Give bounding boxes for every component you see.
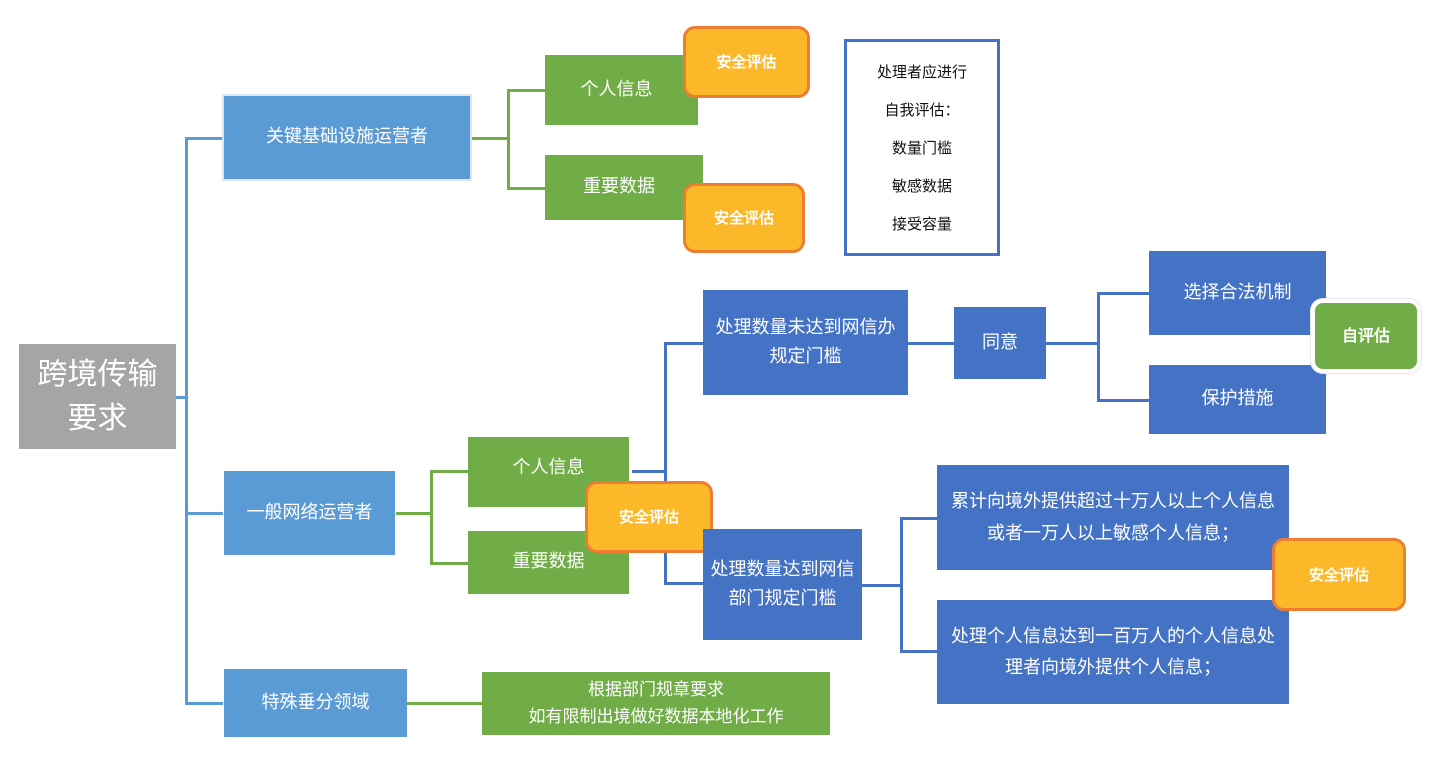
connector-root-stub [176,396,188,399]
self-assessment-badge: 自评估 [1311,299,1421,373]
cii-personal-info-badge: 安全评估 [683,26,810,98]
connector-to-option1 [1097,292,1150,295]
connector-general-trunk [430,470,433,564]
connector-cii-data [507,187,545,190]
connector-root-trunk [185,137,188,704]
connector-to-condition2 [900,650,938,653]
connector-general-data [430,562,468,565]
connector-to-option2 [1097,399,1150,402]
cii-important-data-node: 重要数据 [545,155,703,220]
connector-general-pi [430,470,468,473]
special-sector-node: 特殊垂分领域 [224,669,407,737]
note-line: 数量门槛 [891,138,952,157]
cii-important-data-badge: 安全评估 [683,183,805,253]
connector-to-cii [185,137,223,140]
cii-personal-info-node: 个人信息 [545,55,698,125]
connector-to-condition1 [900,517,938,520]
note-line: 自我评估： [884,100,960,119]
general-operator-label: 一般网络运营者 [246,501,373,523]
connector-consent-stub [1046,342,1100,345]
special-sector-note-node: 根据部门规章要求 如有限制出境做好数据本地化工作 [482,672,830,735]
connector-to-below [664,342,704,345]
root-node: 跨境传输 要求 [19,344,176,449]
below-threshold-node: 处理数量未达到网信办 规定门槛 [703,290,908,395]
root-line2: 要求 [67,400,128,436]
cii-personal-info-label: 个人信息 [580,78,653,100]
connector-options-trunk [1097,292,1100,402]
self-assessment-note: 处理者应进行 自我评估： 数量门槛 敏感数据 接受容量 [844,39,1000,256]
connector-special-note [406,702,482,705]
connector-to-special [185,702,223,705]
connector-to-above [664,582,704,585]
note-line: 敏感数据 [891,176,952,195]
note-line: 处理者应进行 [876,62,967,81]
condition-node-2: 处理个人信息达到一百万人的个人信息处 理者向境外提供个人信息； [937,600,1289,704]
note-line: 接受容量 [891,214,952,233]
lawful-mechanism-node: 选择合法机制 [1149,251,1326,335]
connector-threshold-trunk [664,342,667,584]
general-security-badge: 安全评估 [585,481,713,553]
cii-operator-label: 关键基础设施运营者 [266,126,428,148]
cii-operator-node: 关键基础设施运营者 [222,94,472,181]
general-operator-node: 一般网络运营者 [224,471,395,555]
consent-label: 同意 [982,331,1018,353]
protection-measures-node: 保护措施 [1149,365,1326,434]
special-sector-label: 特殊垂分领域 [261,691,370,713]
connector-cii-pi [507,89,545,92]
root-line1: 跨境传输 [37,357,158,392]
above-threshold-node: 处理数量达到网信 部门规定门槛 [703,529,862,640]
cii-important-data-label: 重要数据 [583,176,655,198]
connector-cii-stub [472,137,510,140]
condition-node-1: 累计向境外提供超过十万人以上个人信息 或者一万人以上敏感个人信息； [937,465,1289,570]
connector-below-consent [908,342,955,345]
general-important-data-label: 重要数据 [512,551,585,573]
general-important-data-node: 重要数据 [468,531,629,594]
connector-above-stub [862,584,902,587]
connector-to-general [185,512,223,515]
consent-node: 同意 [954,307,1046,379]
general-personal-info-label: 个人信息 [512,456,585,478]
connector-conditions-trunk [900,517,903,652]
above-threshold-security-badge: 安全评估 [1272,538,1406,611]
connector-cii-trunk [507,89,510,189]
connector-pi-stub [632,470,666,473]
connector-general-stub [396,512,432,515]
